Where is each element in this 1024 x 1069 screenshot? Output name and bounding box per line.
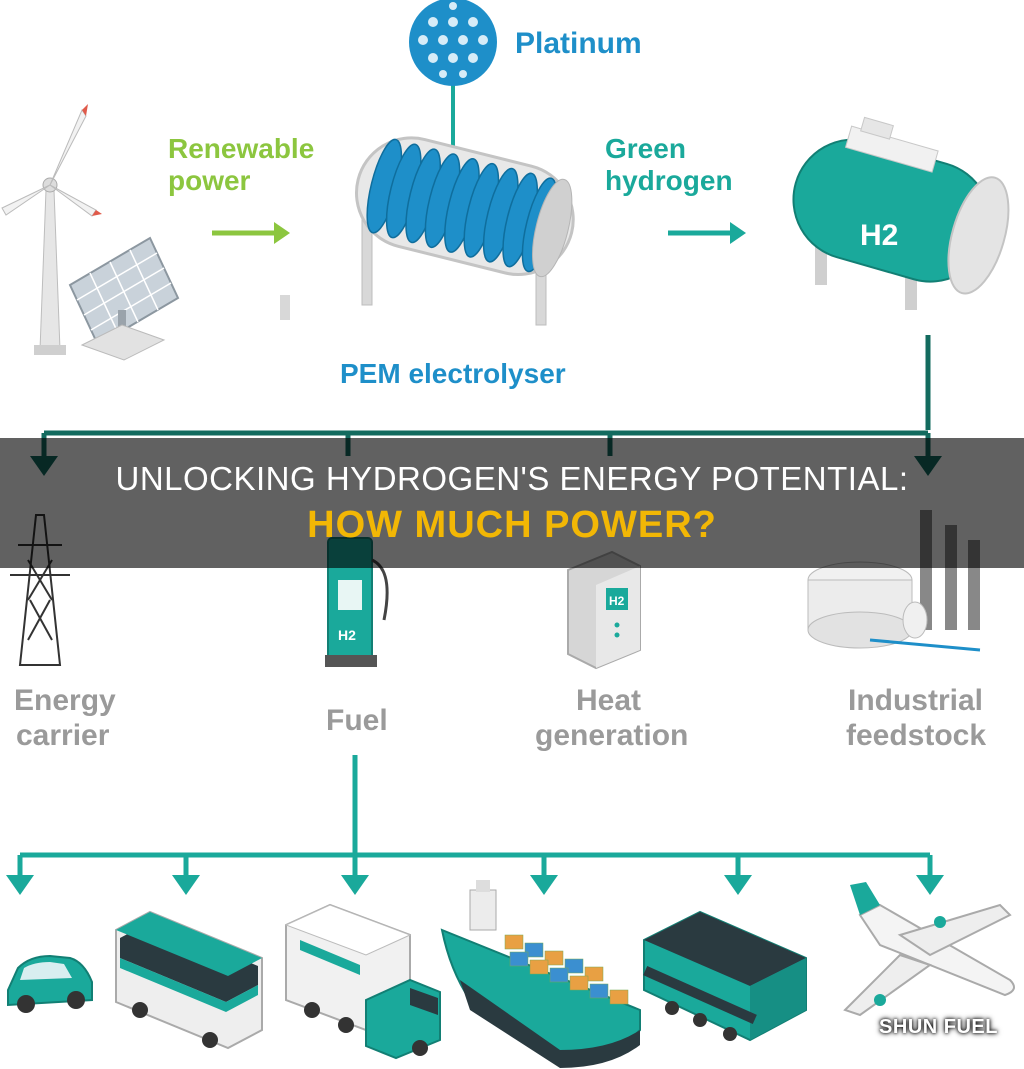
locomotive-icon bbox=[643, 912, 806, 1041]
car-icon bbox=[8, 956, 92, 1013]
title-banner: UNLOCKING HYDROGEN'S ENERGY POTENTIAL: H… bbox=[0, 438, 1024, 568]
green-hydrogen-label-1: Green bbox=[605, 133, 686, 164]
h2-tank-icon: H2 bbox=[779, 104, 1024, 310]
pem-electrolyser-label: PEM electrolyser bbox=[340, 358, 566, 389]
industrial-feedstock-label-1: Industrial bbox=[848, 684, 983, 717]
renewable-power-label-1: Renewable bbox=[168, 133, 314, 164]
renewable-power-label-2: power bbox=[168, 165, 251, 196]
watermark: SHUN FUEL bbox=[879, 1016, 998, 1039]
industrial-feedstock-label-2: feedstock bbox=[846, 719, 986, 752]
solar-panel-icon bbox=[70, 238, 178, 360]
h2-tank-label: H2 bbox=[860, 219, 898, 252]
renewable-arrow-icon bbox=[212, 222, 290, 244]
truck-icon bbox=[286, 905, 440, 1058]
energy-carrier-label-1: Energy bbox=[14, 684, 116, 717]
heat-generation-label-2: generation bbox=[535, 719, 688, 752]
fuel-distribution-lines bbox=[20, 755, 930, 875]
heat-boiler-h2-label: H2 bbox=[609, 594, 625, 608]
heat-boiler-icon: H2 bbox=[568, 552, 640, 668]
energy-carrier-label-2: carrier bbox=[16, 719, 110, 752]
electrolyser-icon bbox=[280, 126, 585, 325]
green-hydrogen-label-2: hydrogen bbox=[605, 165, 733, 196]
platinum-label: Platinum bbox=[515, 27, 642, 60]
banner-title-line1: UNLOCKING HYDROGEN'S ENERGY POTENTIAL: bbox=[115, 457, 908, 501]
cargo-ship-icon bbox=[442, 880, 640, 1068]
fuel-pump-h2-label: H2 bbox=[338, 627, 356, 643]
bus-icon bbox=[116, 912, 262, 1048]
fuel-label: Fuel bbox=[326, 704, 388, 737]
airplane-icon bbox=[845, 882, 1014, 1015]
heat-generation-label-1: Heat bbox=[576, 684, 641, 717]
green-hydrogen-arrow-icon bbox=[668, 222, 746, 244]
banner-title-line2: HOW MUCH POWER? bbox=[307, 501, 717, 549]
